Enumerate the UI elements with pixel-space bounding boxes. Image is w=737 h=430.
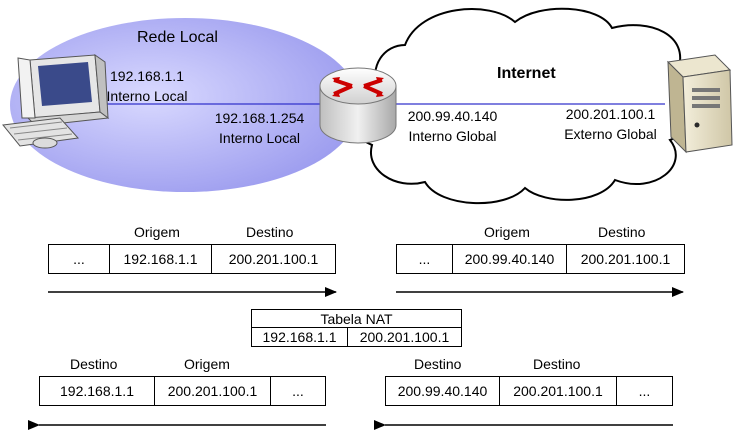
- packet-header-destino: Destino: [246, 224, 294, 240]
- router-lan-role-label: Interno Local: [219, 130, 300, 146]
- packet-cell-destination: 200.201.100.1: [566, 244, 685, 274]
- packet-header-destino: Destino: [598, 224, 646, 240]
- packet-header-destino-2: Destino: [533, 356, 581, 372]
- packet-cell-source: 200.201.100.1: [499, 376, 617, 406]
- packet-header-destino: Destino: [414, 356, 462, 372]
- nat-table-external-ip: 200.201.100.1: [347, 327, 462, 347]
- router-wan-role-label: Interno Global: [408, 128, 497, 144]
- router-lan-ip-label: 192.168.1.254: [214, 110, 305, 126]
- nat-table-internal-ip: 192.168.1.1: [251, 327, 348, 347]
- packet-header-origem: Origem: [184, 356, 230, 372]
- packet-cell-source: 192.168.1.1: [109, 244, 212, 274]
- server-icon: [666, 54, 733, 154]
- packet-cell-destination: 192.168.1.1: [39, 376, 155, 406]
- router-wan-ip-label: 200.99.40.140: [407, 108, 498, 124]
- server-role-label: Externo Global: [564, 126, 657, 142]
- packet-header-origem: Origem: [484, 224, 530, 240]
- router-icon: [319, 67, 397, 144]
- host-ip-label: 192.168.1.1: [110, 68, 184, 84]
- packet-cell-destination: 200.201.100.1: [211, 244, 336, 274]
- packet-header-origem: Origem: [134, 224, 180, 240]
- workstation-icon: [2, 53, 110, 149]
- packet-cell-source: 200.99.40.140: [452, 244, 567, 274]
- packet-cell-source: 200.201.100.1: [154, 376, 271, 406]
- packet-cell-ellipsis: ...: [396, 244, 453, 274]
- host-role-label: Interno Local: [106, 88, 188, 104]
- packet-cell-ellipsis: ...: [48, 244, 110, 274]
- packet-cell-ellipsis: ...: [616, 376, 673, 406]
- packet-header-destino: Destino: [70, 356, 118, 372]
- packet-cell-ellipsis: ...: [270, 376, 326, 406]
- packet-cell-destination: 200.99.40.140: [385, 376, 500, 406]
- internet-cloud: [353, 7, 697, 204]
- server-ip-label: 200.201.100.1: [565, 106, 656, 122]
- nat-table-title: Tabela NAT: [251, 309, 462, 328]
- lan-title: Rede Local: [137, 29, 218, 46]
- internet-title: Internet: [497, 65, 556, 82]
